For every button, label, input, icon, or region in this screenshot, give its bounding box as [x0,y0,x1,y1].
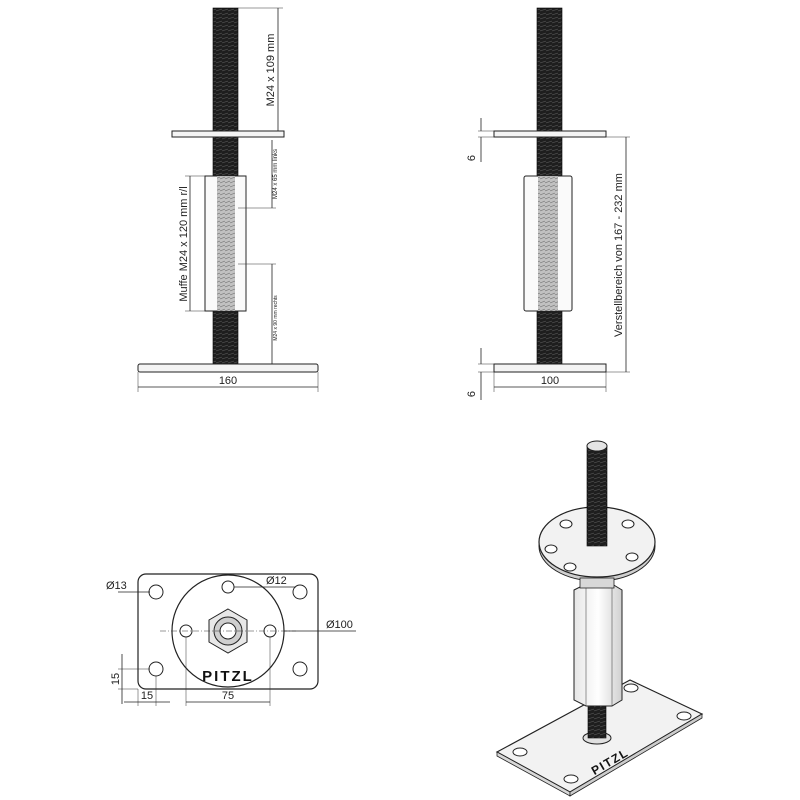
dim-front-base-width: 160 [219,375,237,387]
iso-plate-hole [559,519,573,529]
dim-side-range: Verstellbereich von 167 - 232 mm [613,173,625,337]
dim-nut-label: M24 x 65 mm links [273,149,279,199]
dim-sleeve-label: Muffe M24 x 120 mm r/l [178,186,190,301]
iso-base-hole [623,683,639,693]
iso-base-hole [676,711,692,721]
round-plate-hole [221,580,235,594]
front-sleeve-thread [217,176,235,311]
iso-upper-rod [586,445,608,547]
dim-round-hole: Ø12 [266,575,287,587]
top-view: PITZL Ø13 Ø12 Ø100 15 15 75 [106,573,356,706]
dim-edge-v: 15 [110,673,122,685]
dim-lower-rod-label: M24 x 90 mm rechts [273,295,279,341]
iso-view: PITZL [495,440,704,797]
dim-rod-label: M24 x 109 mm [265,34,277,107]
side-view: 6 6 Verstellbereich von 167 - 232 mm 100 [466,7,630,400]
side-sleeve-thread [538,176,558,311]
top-brand-logo: PITZL [202,668,254,685]
iso-base-hole [512,747,528,757]
corner-hole [148,584,164,600]
corner-hole [292,584,308,600]
iso-plate-hole [621,519,635,529]
top-brand-text: PITZL [202,668,254,685]
side-top-plate [493,130,607,138]
iso-base-edge-right [569,713,703,797]
dim-round-plate: Ø100 [326,619,353,631]
side-base-plate [493,363,607,373]
dim-corner-hole: Ø13 [106,580,127,592]
iso-rod-top [586,440,608,452]
iso-plate-hole [544,544,558,554]
iso-plate-hole [563,562,577,572]
iso-base-hole [563,774,579,784]
front-top-plate [171,130,285,138]
iso-plate-hole [625,552,639,562]
dim-hole-spacing: 75 [222,690,234,702]
front-view: M24 x 109 mm M24 x 65 mm links M24 x 90 … [137,7,319,392]
dim-side-bottom-thickness: 6 [466,391,478,397]
dim-side-top-thickness: 6 [466,155,478,161]
iso-lock-nut [579,577,615,589]
iso-hex-sleeve [573,583,623,707]
dim-side-base-width: 100 [541,375,559,387]
front-base-plate [137,363,319,373]
corner-hole [292,661,308,677]
dim-edge-h: 15 [141,690,153,702]
corner-hole [148,661,164,677]
